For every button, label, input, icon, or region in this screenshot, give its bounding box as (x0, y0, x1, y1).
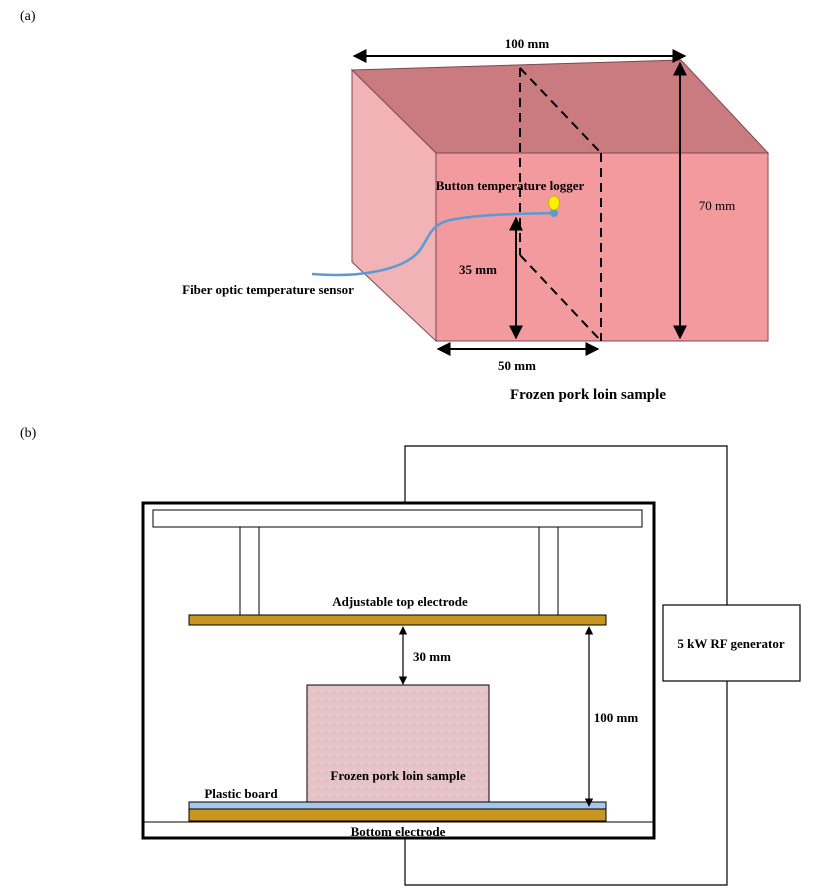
right-support-post (538, 526, 559, 616)
panel-a-label: (a) (20, 9, 36, 24)
dimension-lines-b (398, 626, 594, 807)
sample-label: Frozen pork loin sample (330, 768, 465, 783)
generator-label: 5 kW RF generator (677, 636, 784, 651)
plastic-board-label: Plastic board (204, 786, 278, 801)
depth-label: 50 mm (498, 358, 536, 373)
dimension-lines-a (352, 49, 687, 356)
rf-generator-box (662, 604, 801, 682)
rf-circuit-wire (404, 445, 728, 886)
sensor-label: Fiber optic temperature sensor (182, 282, 354, 297)
left-support-post (239, 526, 260, 616)
panel-b-label: (b) (20, 426, 37, 441)
top-electrode (188, 614, 607, 626)
sensor-tip-dot (550, 209, 558, 217)
button-logger-icon (548, 195, 560, 211)
frozen-sample (306, 684, 490, 803)
midplane-dashed-outline (519, 67, 602, 342)
fiber-optic-sensor-wire (311, 211, 555, 277)
logger-height-label: 35 mm (459, 262, 497, 277)
logger-label: Button temperature logger (436, 178, 585, 193)
bottom-electrode-label: Bottom electrode (351, 824, 446, 839)
bottom-electrode (188, 808, 607, 822)
height-label: 70 mm (699, 198, 735, 213)
width-label: 100 mm (505, 36, 550, 51)
top-support-bar (152, 509, 643, 528)
top-electrode-label: Adjustable top electrode (332, 594, 468, 609)
spacing-label: 100 mm (594, 710, 639, 725)
panel-a-caption: Frozen pork loin sample (510, 387, 666, 403)
gap-label: 30 mm (413, 649, 451, 664)
plastic-board (188, 801, 607, 810)
